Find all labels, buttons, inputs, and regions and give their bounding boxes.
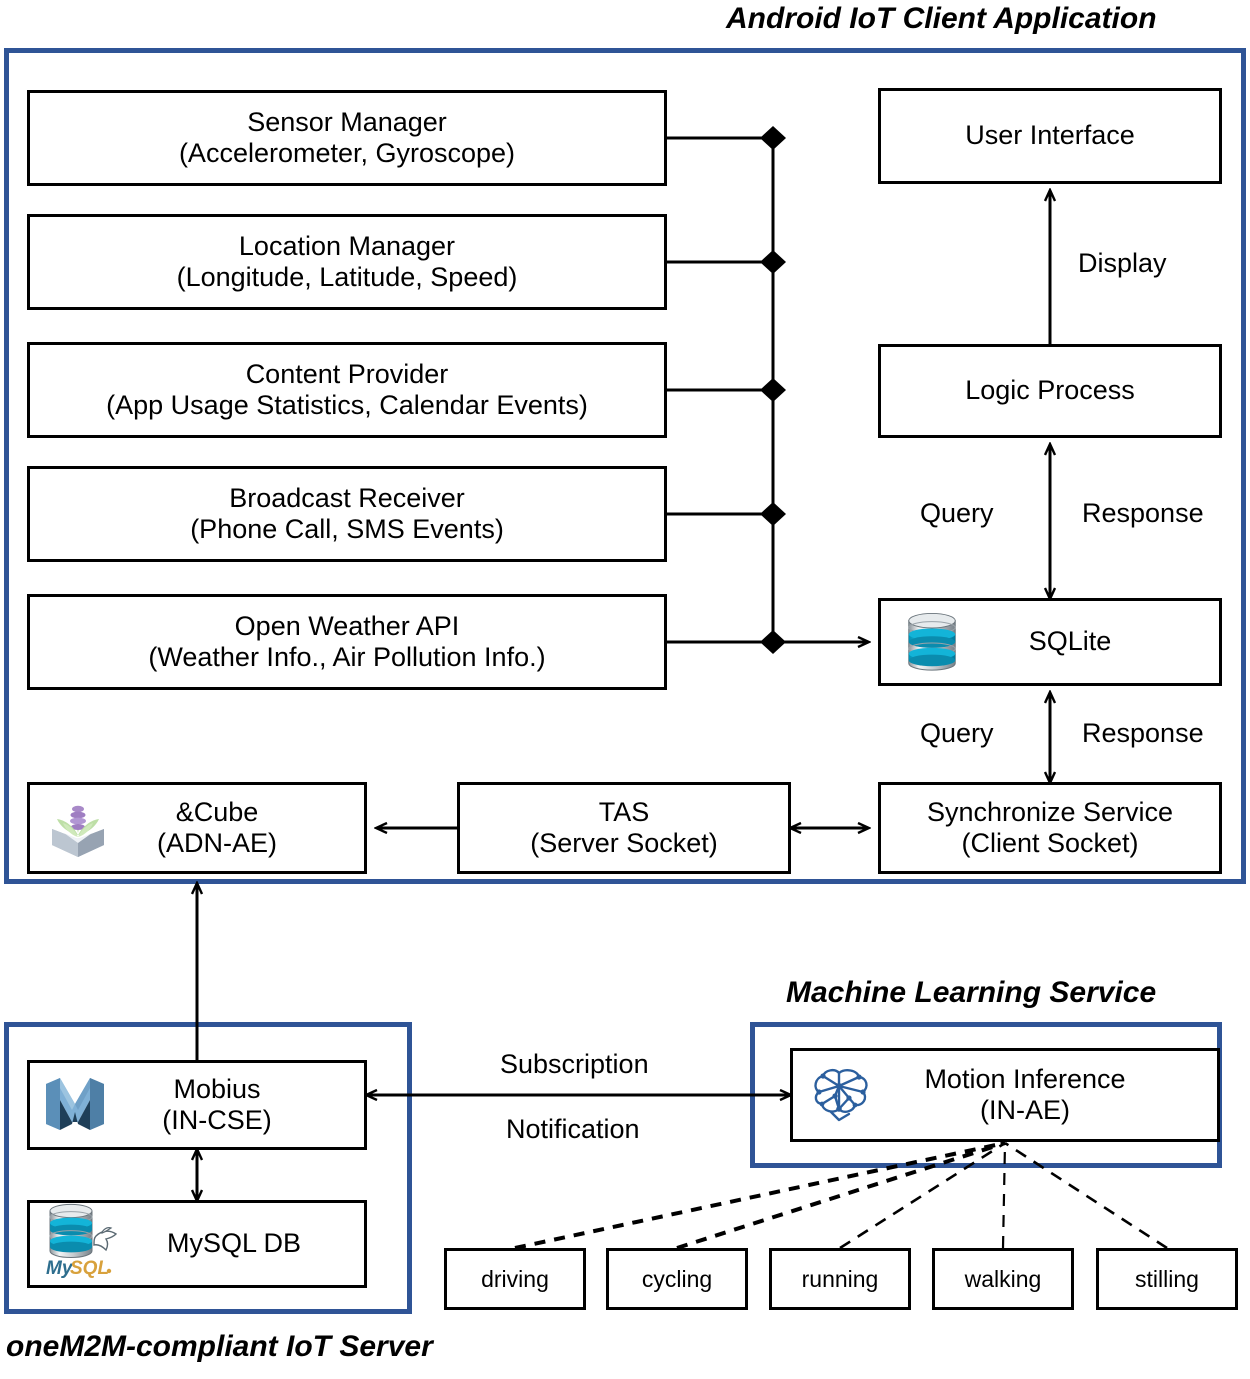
edge-label-response-upper: Response xyxy=(1082,498,1204,528)
node-mysql-db[interactable]: My SQL MySQL DB xyxy=(27,1200,367,1288)
database-cylinder-icon xyxy=(903,611,961,673)
node-user-interface-label: User Interface xyxy=(965,120,1135,151)
ml-section-title: Machine Learning Service xyxy=(786,976,1157,1009)
node-tas-label: TAS (Server Socket) xyxy=(530,796,718,858)
mysql-dolphin-icon: My SQL xyxy=(44,1202,144,1282)
node-sqlite-label: SQLite xyxy=(1028,626,1112,657)
mobius-m-icon xyxy=(42,1074,108,1136)
node-ncube[interactable]: &Cube (ADN-AE) xyxy=(27,782,367,874)
node-ncube-label: &Cube (ADN-AE) xyxy=(157,796,277,858)
edge-label-notification: Notification xyxy=(506,1114,640,1144)
node-logic-process[interactable]: Logic Process xyxy=(878,344,1222,438)
node-location-manager-label: Location Manager (Longitude, Latitude, S… xyxy=(176,230,518,292)
node-mysql-db-label: MySQL DB xyxy=(166,1228,302,1259)
leaf-box-driving[interactable]: driving xyxy=(444,1248,586,1310)
leaf-box-cycling[interactable]: cycling xyxy=(606,1248,748,1310)
node-logic-process-label: Logic Process xyxy=(965,375,1135,406)
node-motion-inference-label: Motion Inference (IN-AE) xyxy=(924,1063,1126,1125)
node-broadcast-receiver[interactable]: Broadcast Receiver (Phone Call, SMS Even… xyxy=(27,466,667,562)
node-location-manager[interactable]: Location Manager (Longitude, Latitude, S… xyxy=(27,214,667,310)
brain-network-icon xyxy=(805,1062,877,1128)
node-sqlite[interactable]: SQLite xyxy=(878,598,1222,686)
server-section-title: oneM2M-compliant IoT Server xyxy=(6,1330,433,1363)
edge-label-subscription: Subscription xyxy=(500,1049,649,1079)
node-content-provider[interactable]: Content Provider (App Usage Statistics, … xyxy=(27,342,667,438)
node-open-weather-api[interactable]: Open Weather API (Weather Info., Air Pol… xyxy=(27,594,667,690)
android-client-container xyxy=(4,48,1246,884)
android-section-title: Android IoT Client Application xyxy=(726,2,1157,35)
node-tas[interactable]: TAS (Server Socket) xyxy=(457,782,791,874)
edge-label-response-lower: Response xyxy=(1082,718,1204,748)
node-user-interface[interactable]: User Interface xyxy=(878,88,1222,184)
cube-plant-icon xyxy=(46,795,110,861)
leaf-label: running xyxy=(801,1265,879,1292)
node-broadcast-receiver-label: Broadcast Receiver (Phone Call, SMS Even… xyxy=(190,482,504,544)
node-content-provider-label: Content Provider (App Usage Statistics, … xyxy=(106,358,588,420)
edge-label-display: Display xyxy=(1078,248,1167,278)
leaf-label: cycling xyxy=(641,1265,713,1292)
node-synchronize-service-label: Synchronize Service (Client Socket) xyxy=(926,796,1174,858)
node-mobius-label: Mobius (IN-CSE) xyxy=(162,1073,272,1135)
svg-text:SQL: SQL xyxy=(70,1258,109,1279)
leaf-label: driving xyxy=(481,1265,549,1292)
node-mobius[interactable]: Mobius (IN-CSE) xyxy=(27,1060,367,1150)
svg-text:My: My xyxy=(46,1258,74,1279)
node-sensor-manager[interactable]: Sensor Manager (Accelerometer, Gyroscope… xyxy=(27,90,667,186)
leaf-label: stilling xyxy=(1135,1265,1199,1292)
node-sensor-manager-label: Sensor Manager (Accelerometer, Gyroscope… xyxy=(178,106,516,168)
leaf-box-walking[interactable]: walking xyxy=(932,1248,1074,1310)
leaf-box-stilling[interactable]: stilling xyxy=(1096,1248,1238,1310)
edge-label-query-lower: Query xyxy=(920,718,994,748)
edge-label-query-upper: Query xyxy=(920,498,994,528)
leaf-box-running[interactable]: running xyxy=(769,1248,911,1310)
node-motion-inference[interactable]: Motion Inference (IN-AE) xyxy=(790,1048,1220,1142)
node-synchronize-service[interactable]: Synchronize Service (Client Socket) xyxy=(878,782,1222,874)
leaf-label: walking xyxy=(964,1265,1042,1292)
onem2m-server-container xyxy=(4,1022,412,1314)
node-open-weather-api-label: Open Weather API (Weather Info., Air Pol… xyxy=(148,610,546,672)
